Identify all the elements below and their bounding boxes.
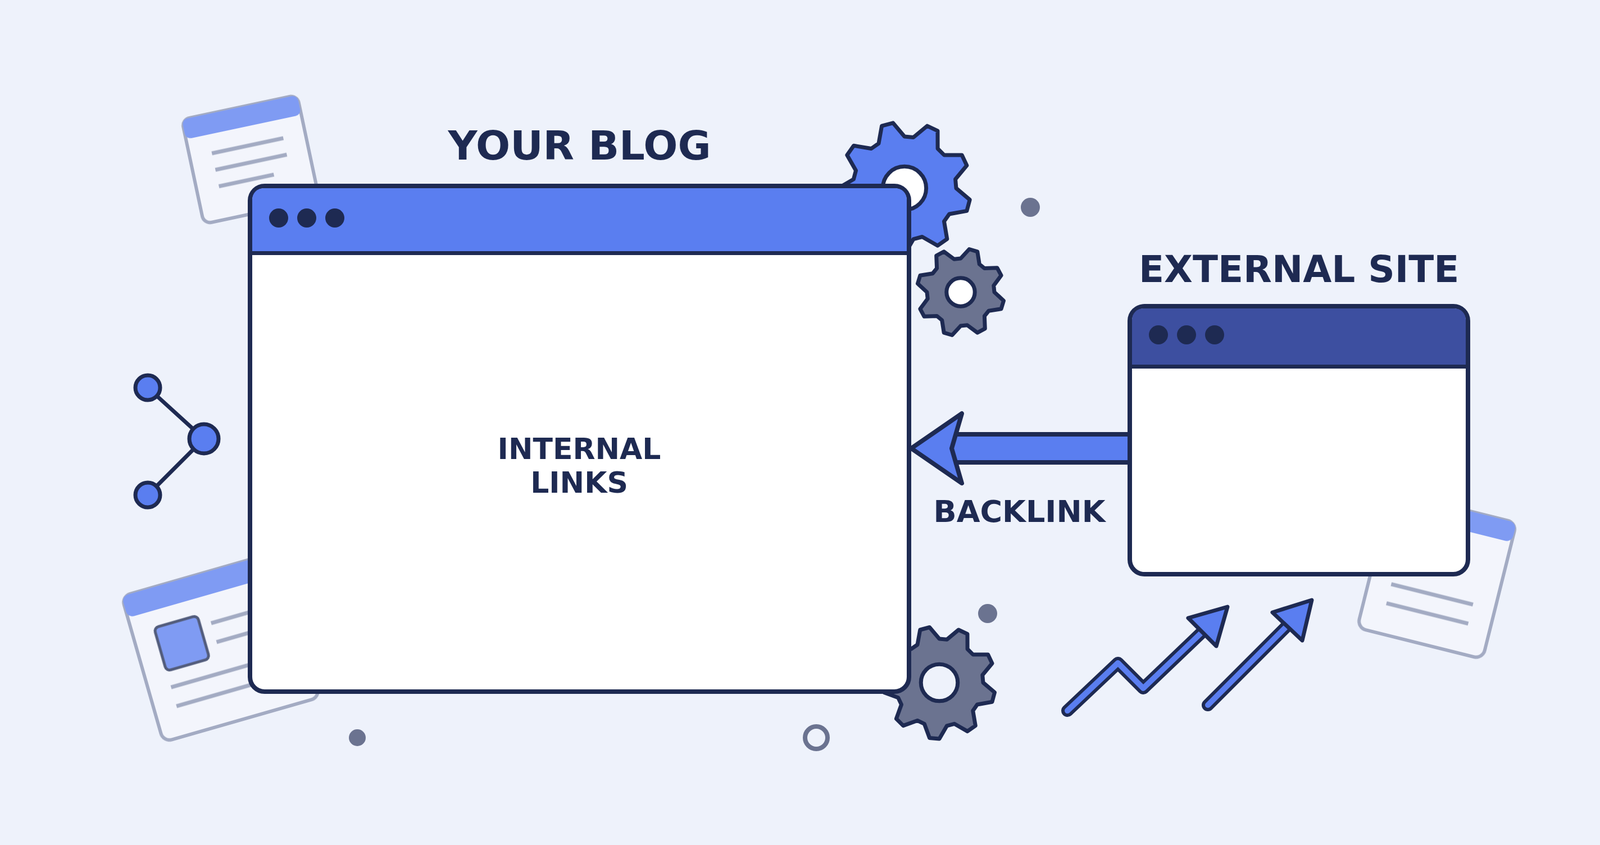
window-dot xyxy=(1148,325,1168,345)
share-icon xyxy=(135,375,219,508)
trend-arrows-fill xyxy=(1067,615,1298,711)
window-dot xyxy=(269,208,289,228)
gear-hole xyxy=(920,664,958,702)
window-dot xyxy=(1176,325,1197,345)
internal-links-label: INTERNAL LINKS xyxy=(483,430,675,503)
background-docs xyxy=(121,94,1517,743)
title-bar xyxy=(252,188,907,256)
gear-hole xyxy=(946,278,975,307)
window-dot xyxy=(297,208,317,228)
trend-arrow-heads xyxy=(1188,600,1312,647)
trend-arrows xyxy=(1067,615,1298,711)
window-heading: YOUR BLOG xyxy=(447,121,711,170)
backlink-arrow xyxy=(911,413,1128,484)
edge-label: BACKLINK xyxy=(930,493,1109,531)
window-heading: EXTERNAL SITE xyxy=(1138,247,1459,292)
external-site-window: EXTERNAL SITE xyxy=(1127,303,1471,577)
title-bar xyxy=(1132,308,1466,369)
window-dot xyxy=(1205,325,1225,345)
window-dot xyxy=(325,208,345,228)
gear xyxy=(917,249,1004,336)
